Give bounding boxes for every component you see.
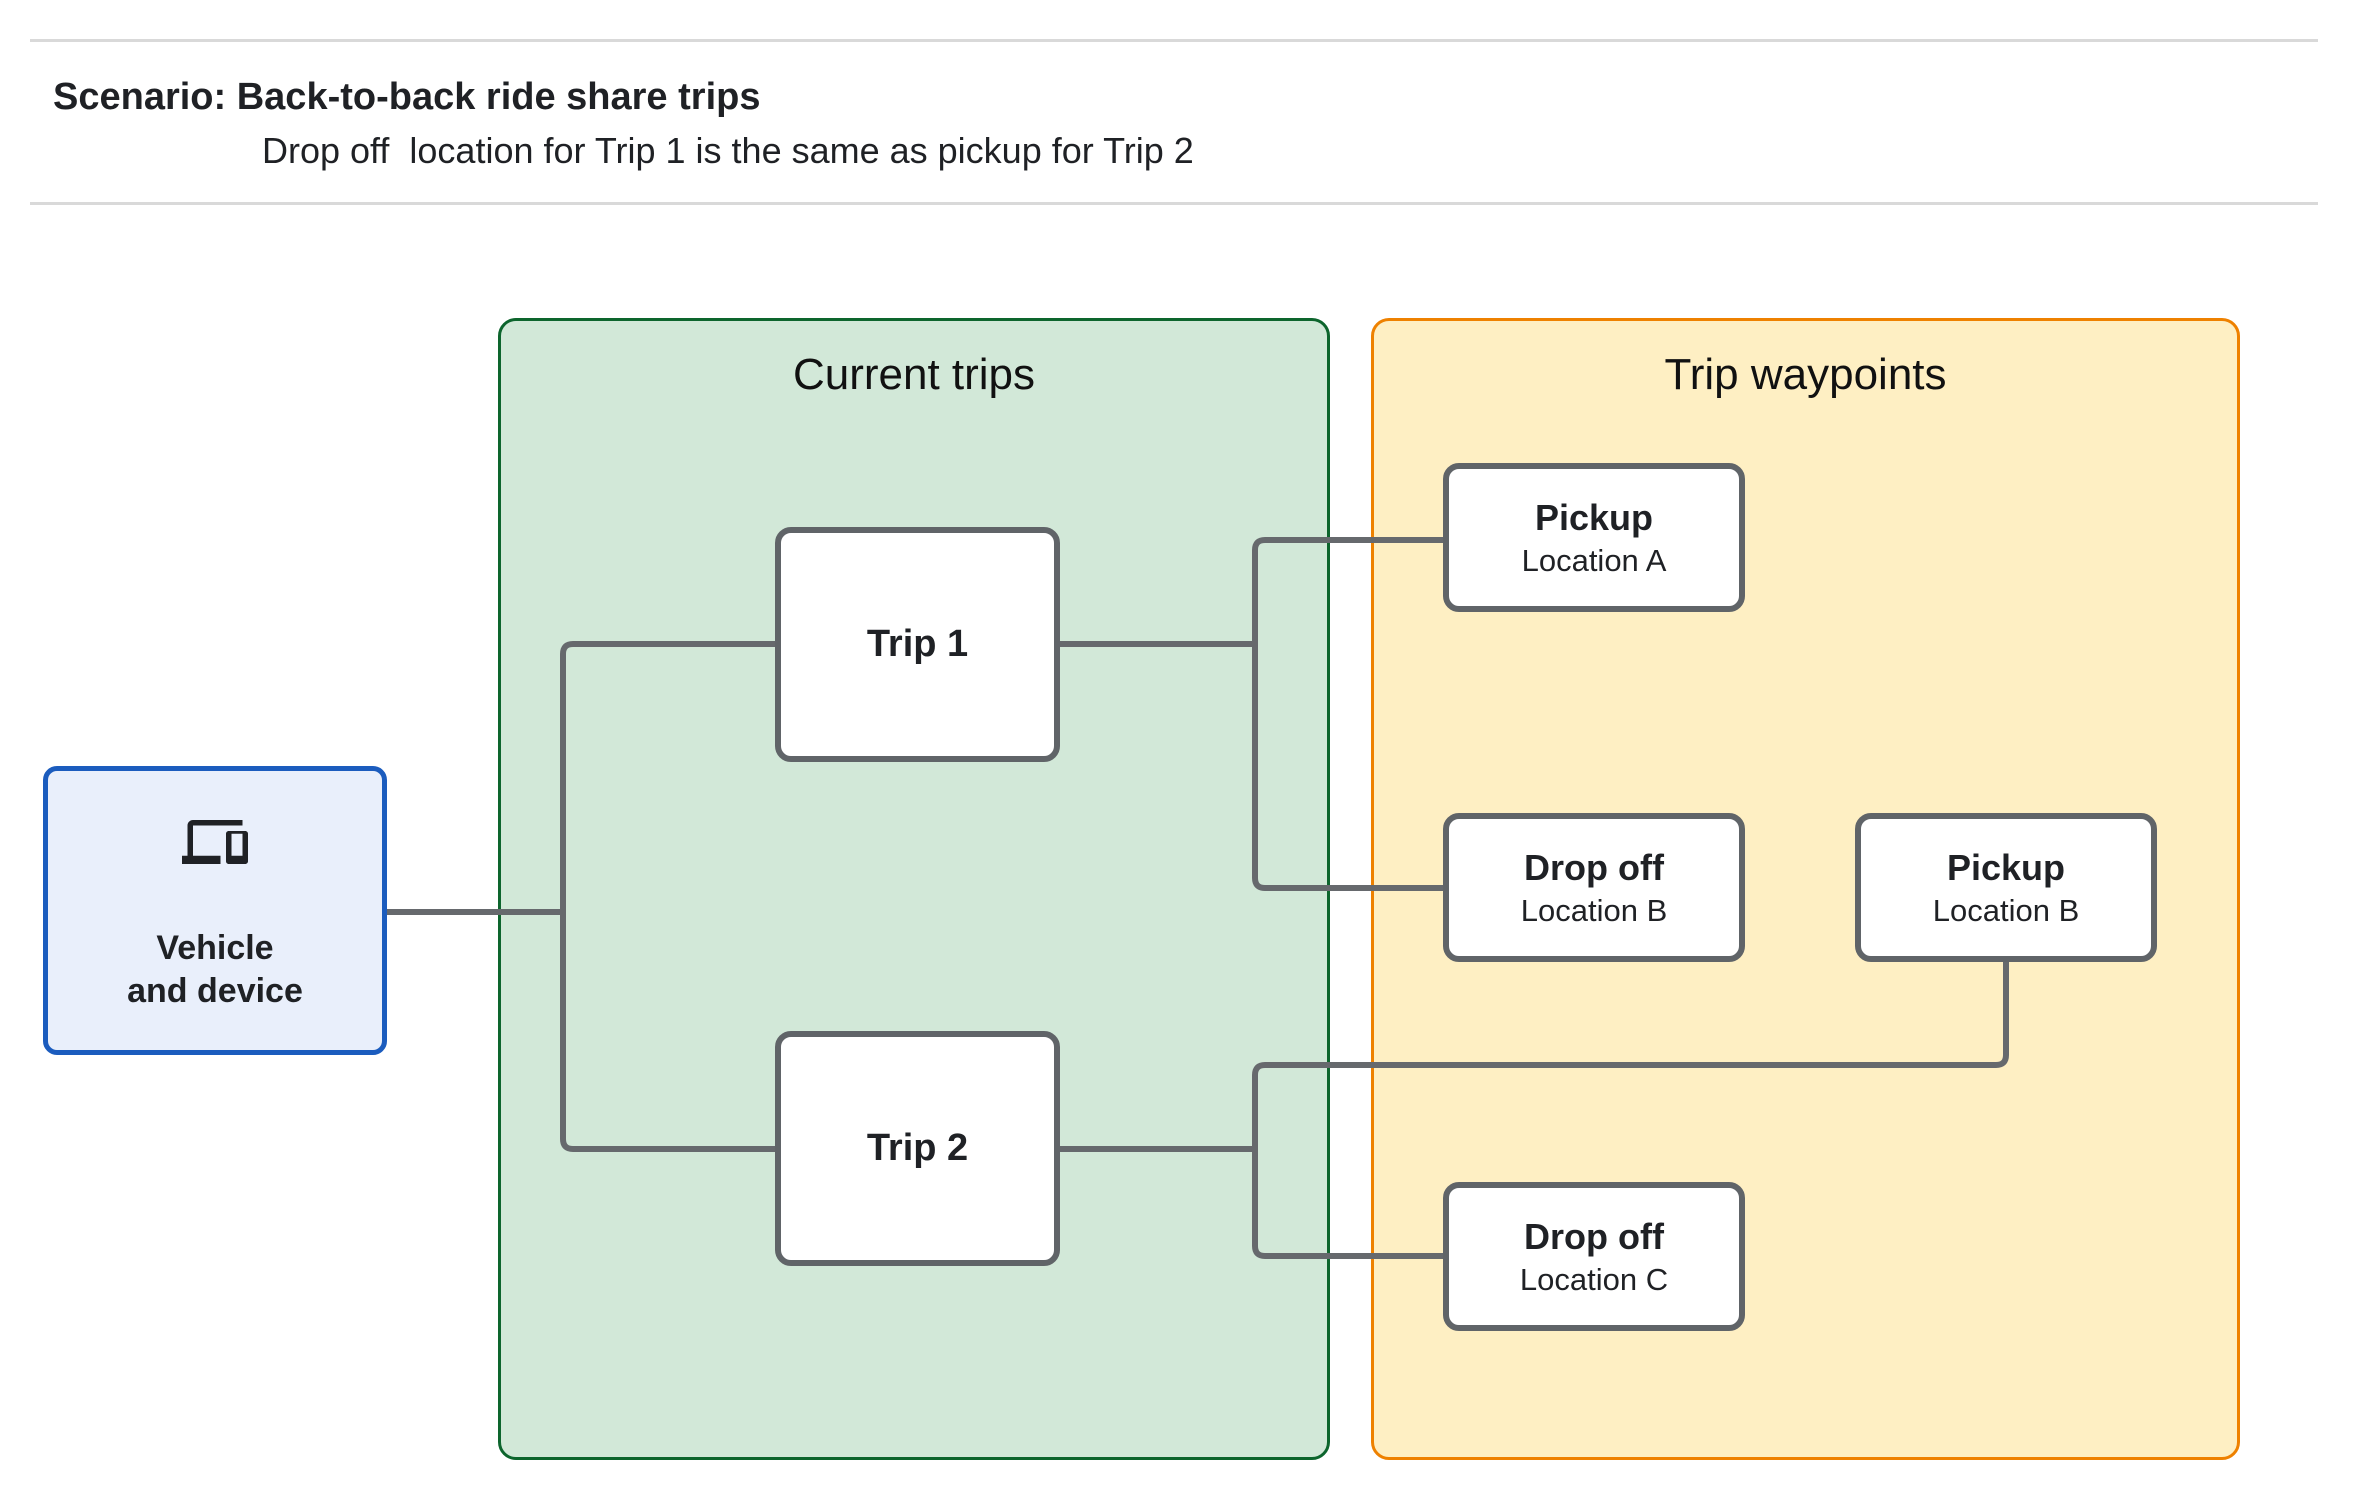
header-divider bbox=[30, 202, 2318, 205]
vehicle-node-label: Vehicle and device bbox=[127, 927, 303, 1013]
pickup-b-subtitle: Location B bbox=[1932, 892, 2080, 928]
dropoff-c-title: Drop off bbox=[1524, 1215, 1664, 1257]
page-subtitle: Drop off location for Trip 1 is the same… bbox=[262, 130, 1194, 171]
node-vehicle-and-device: Vehicle and device bbox=[43, 766, 387, 1055]
devices-icon bbox=[174, 809, 256, 875]
node-trip-2: Trip 2 bbox=[775, 1031, 1060, 1266]
pickup-a-title: Pickup bbox=[1534, 496, 1654, 538]
vehicle-label-line1: Vehicle bbox=[156, 928, 274, 967]
group-title-trip-waypoints: Trip waypoints bbox=[1664, 350, 1947, 399]
trip-1-label: Trip 1 bbox=[866, 623, 969, 665]
pickup-b-title: Pickup bbox=[1946, 846, 2066, 888]
top-divider bbox=[30, 39, 2318, 42]
vehicle-label-line2: and device bbox=[127, 971, 303, 1010]
page-title: Scenario: Back-to-back ride share trips bbox=[53, 76, 761, 118]
dropoff-c-subtitle: Location C bbox=[1519, 1261, 1669, 1297]
group-title-current-trips: Current trips bbox=[792, 350, 1036, 399]
dropoff-b-subtitle: Location B bbox=[1520, 892, 1668, 928]
pickup-a-subtitle: Location A bbox=[1521, 542, 1667, 578]
node-pickup-location-a: Pickup Location A bbox=[1443, 463, 1745, 612]
node-dropoff-location-b: Drop off Location B bbox=[1443, 813, 1745, 962]
node-pickup-location-b: Pickup Location B bbox=[1855, 813, 2157, 962]
node-dropoff-location-c: Drop off Location C bbox=[1443, 1182, 1745, 1331]
trip-2-label: Trip 2 bbox=[866, 1127, 969, 1169]
dropoff-b-title: Drop off bbox=[1524, 846, 1664, 888]
group-current-trips: Current trips bbox=[498, 318, 1330, 1460]
node-trip-1: Trip 1 bbox=[775, 527, 1060, 762]
